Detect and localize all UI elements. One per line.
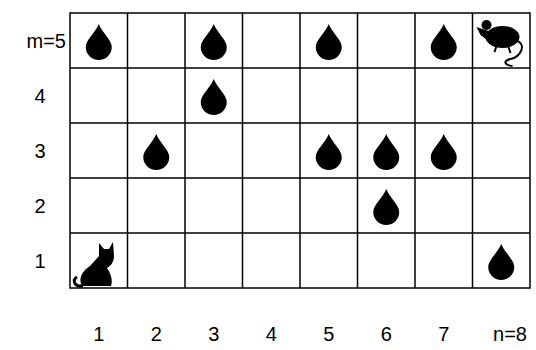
column-label: 7 [438, 324, 449, 344]
water-drop [201, 79, 227, 115]
cat-icon [74, 242, 114, 286]
water-drop [201, 24, 227, 60]
water-drop [431, 24, 457, 60]
grid-lines [70, 13, 530, 288]
water-drops [86, 24, 515, 280]
mouse-icon [477, 20, 522, 66]
water-drop [373, 134, 399, 170]
row-label: m=5 [27, 31, 66, 51]
column-label: 4 [266, 324, 277, 344]
column-label: 3 [208, 324, 219, 344]
water-drop [431, 134, 457, 170]
row-label: 4 [34, 86, 45, 106]
water-drop [86, 24, 112, 60]
water-drop [373, 189, 399, 225]
water-drop [488, 244, 514, 280]
row-label: 2 [34, 196, 45, 216]
water-drop [143, 134, 169, 170]
column-label: 6 [381, 324, 392, 344]
water-drop [316, 24, 342, 60]
water-drop [316, 134, 342, 170]
column-label: n=8 [493, 324, 527, 344]
row-label: 3 [34, 141, 45, 161]
row-label: 1 [34, 251, 45, 271]
column-label: 5 [323, 324, 334, 344]
column-label: 1 [93, 324, 104, 344]
column-label: 2 [151, 324, 162, 344]
